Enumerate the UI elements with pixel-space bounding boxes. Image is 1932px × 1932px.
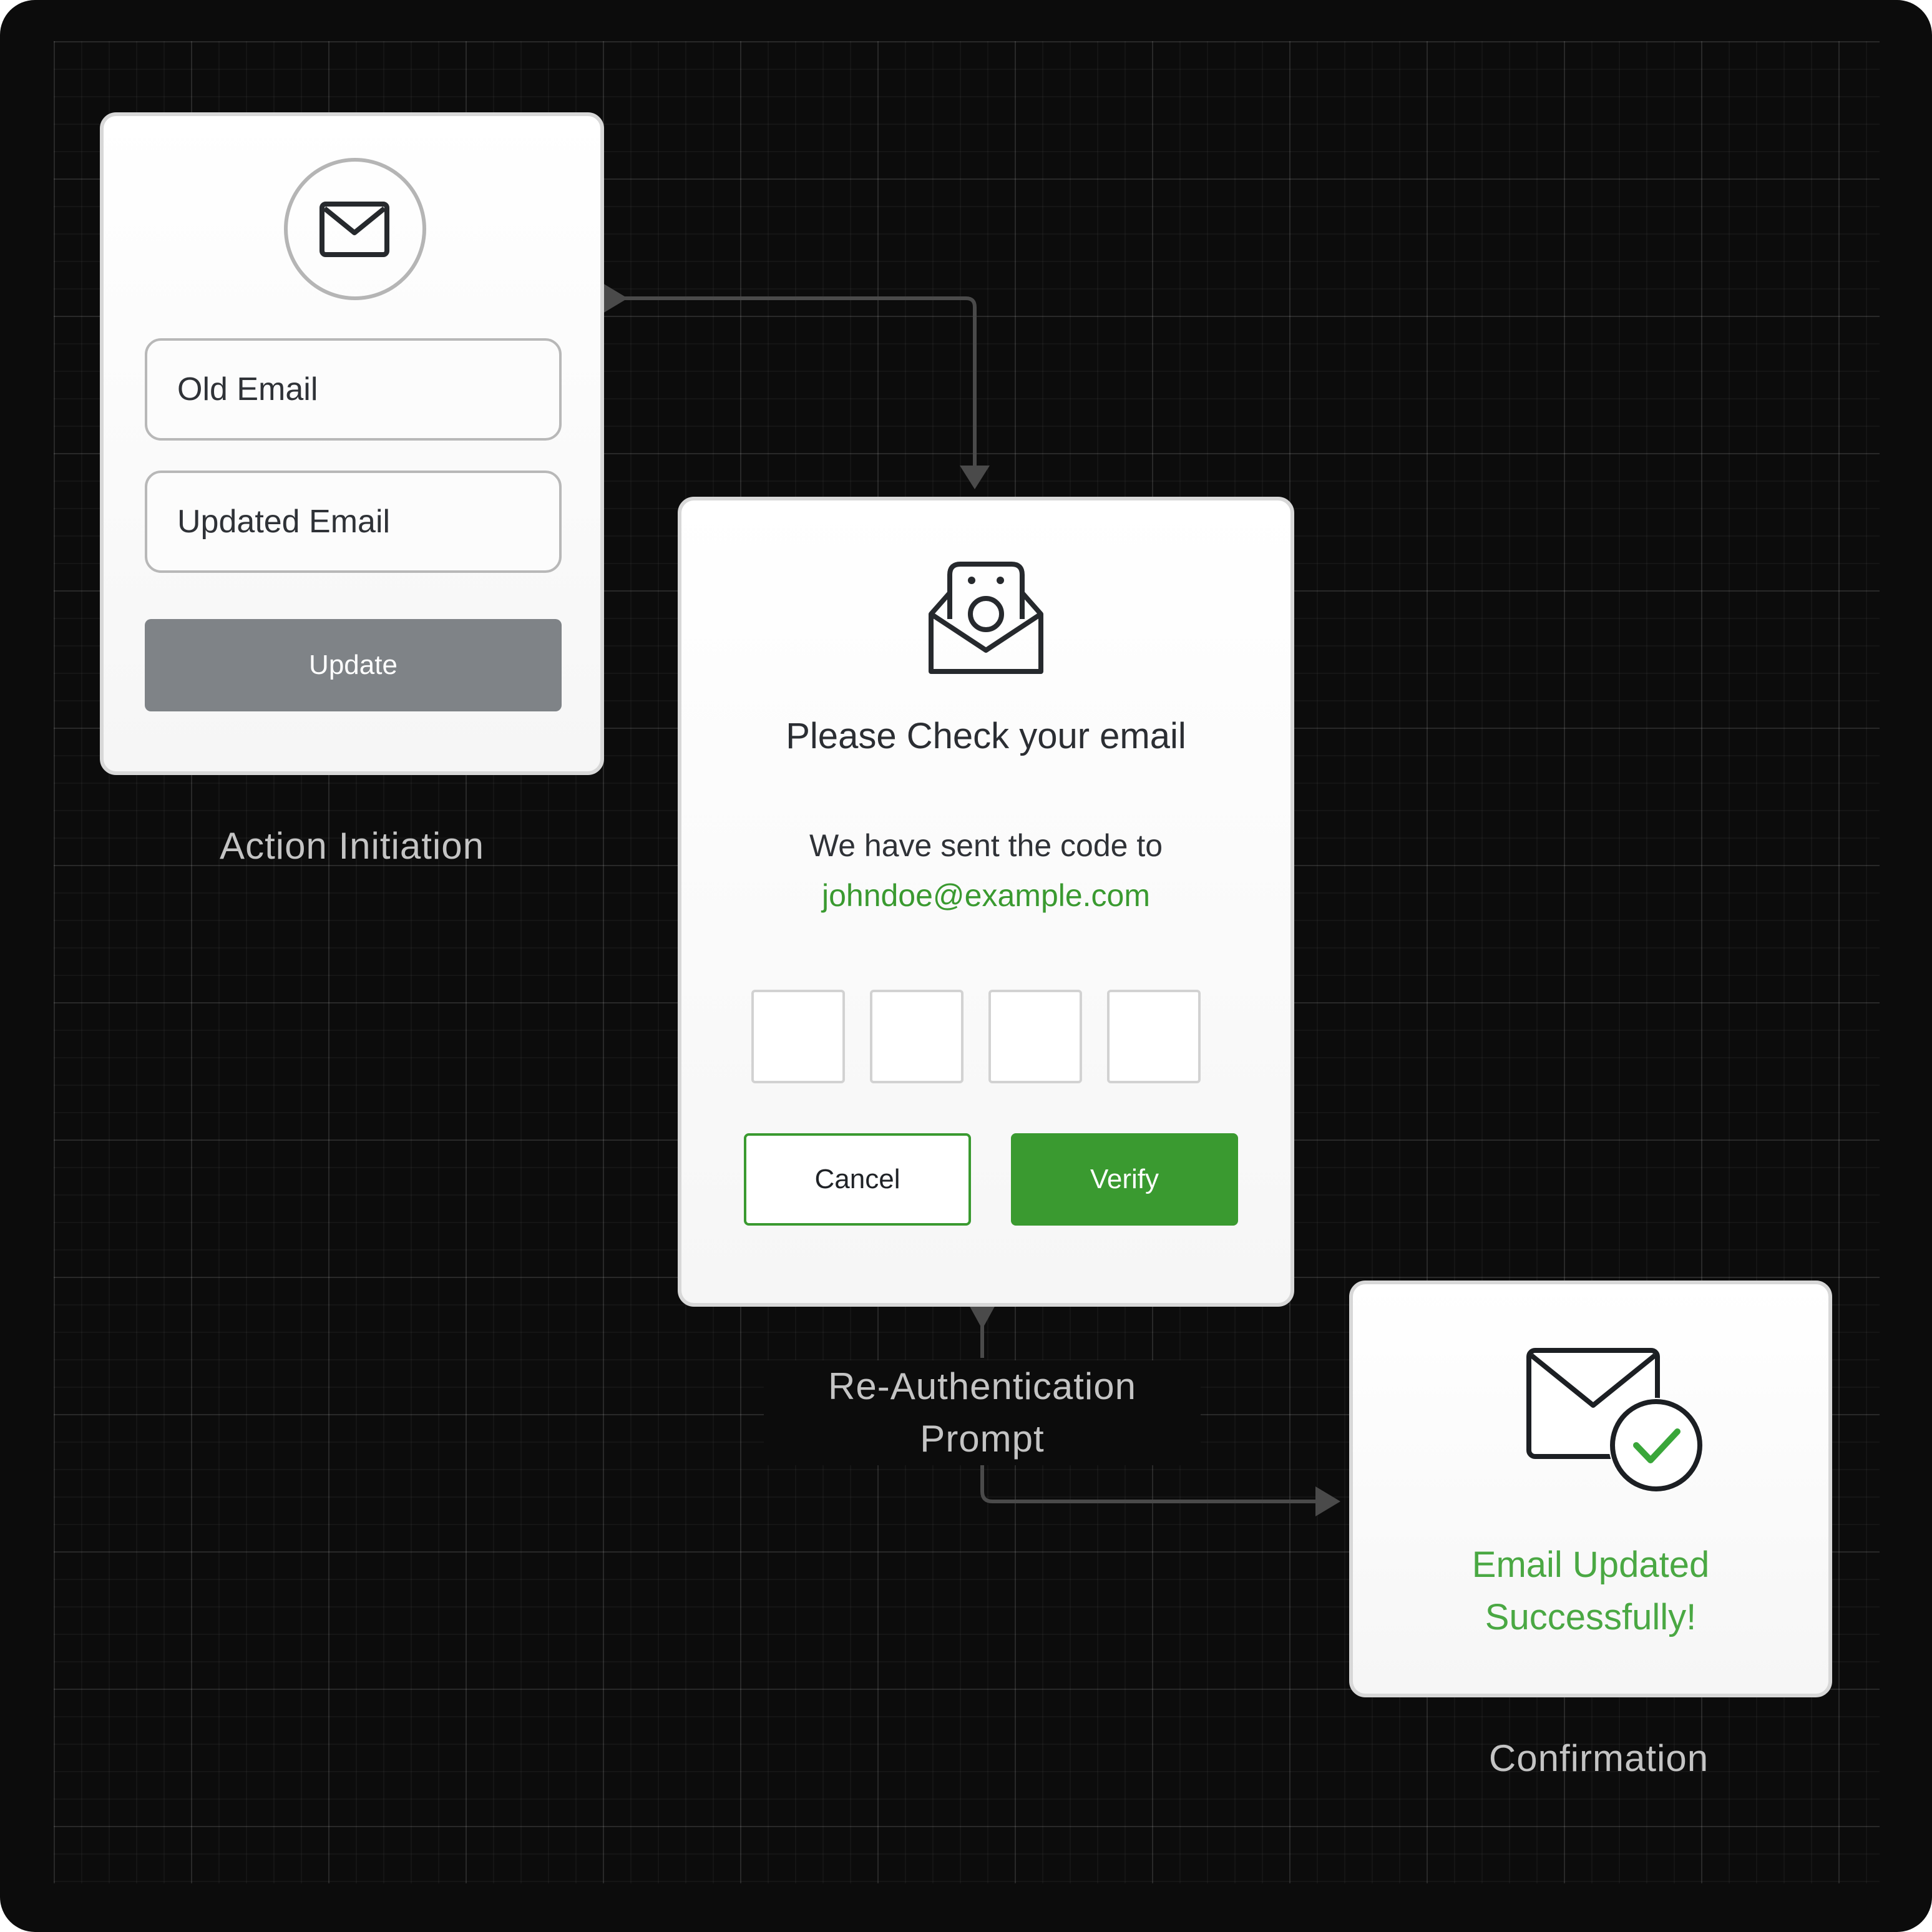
- caption-reauthentication: Re-Authentication Prompt: [764, 1360, 1201, 1465]
- updated-email-field[interactable]: Updated Email: [145, 471, 562, 573]
- connector-prompt-to-confirmation: [980, 1463, 1317, 1503]
- code-digit-1[interactable]: [751, 990, 845, 1083]
- connector-arrow-right: [1315, 1486, 1340, 1516]
- open-envelope-icon: [929, 562, 1043, 674]
- caption-confirmation: Confirmation: [1488, 1737, 1709, 1779]
- code-digit-2[interactable]: [870, 990, 964, 1083]
- reauthentication-card: Please Check your email We have sent the…: [678, 497, 1294, 1307]
- code-digit-4[interactable]: [1107, 990, 1201, 1083]
- confirmation-card: Email Updated Successfully!: [1349, 1281, 1832, 1697]
- code-digit-3[interactable]: [988, 990, 1082, 1083]
- old-email-field[interactable]: Old Email: [145, 338, 562, 441]
- action-initiation-card: Old Email Updated Email Update: [100, 112, 604, 775]
- success-message: Email Updated Successfully!: [1353, 1539, 1828, 1644]
- envelope-icon: [284, 158, 426, 300]
- code-sent-message: We have sent the code to: [809, 828, 1163, 863]
- recipient-email: johndoe@example.com: [821, 878, 1151, 913]
- connector-arrow-down: [960, 466, 990, 489]
- caption-action-initiation: Action Initiation: [220, 825, 484, 867]
- update-button[interactable]: Update: [145, 619, 562, 711]
- connector-prompt-tab: [968, 1304, 996, 1329]
- success-message-line2: Successfully!: [1485, 1597, 1697, 1637]
- success-message-line1: Email Updated: [1471, 1544, 1710, 1585]
- connector-initiation-to-prompt: [603, 296, 977, 467]
- envelope-check-icon: [1526, 1348, 1704, 1493]
- cancel-button[interactable]: Cancel: [744, 1133, 971, 1226]
- verify-button[interactable]: Verify: [1011, 1133, 1238, 1226]
- check-email-title: Please Check your email: [786, 716, 1186, 756]
- caption-reauthentication-line2: Prompt: [920, 1418, 1045, 1460]
- caption-reauthentication-line1: Re-Authentication: [828, 1365, 1136, 1407]
- connector-arrow-start: [603, 283, 628, 313]
